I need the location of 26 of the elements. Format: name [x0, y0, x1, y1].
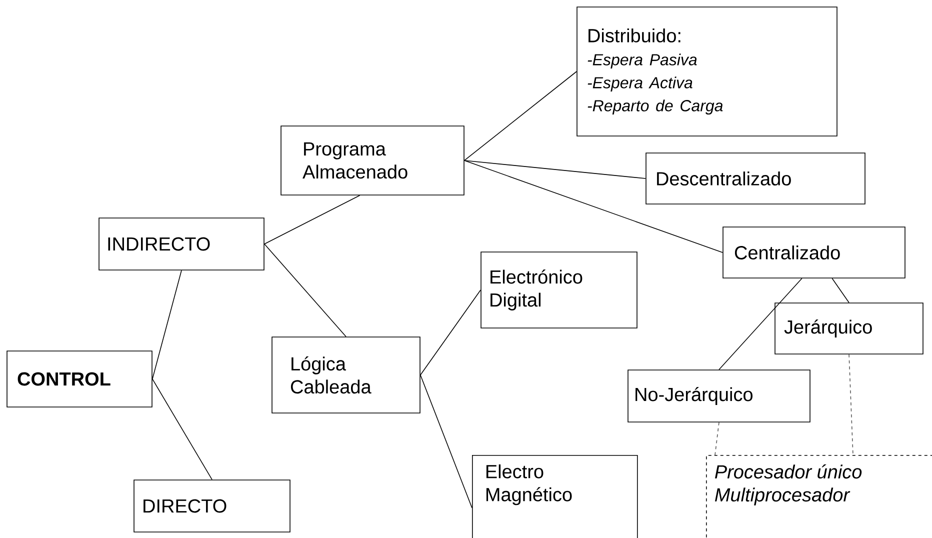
connector-line — [420, 374, 472, 508]
category-box: Distribuido: -Espera Pasiva -Espera Activa -Reparto de Carga — [576, 6, 838, 136]
category-box: Electro Magnético — [472, 455, 638, 538]
note-box: Procesador único Multiprocesador — [706, 455, 932, 538]
connector-line — [464, 160, 723, 253]
category-box: Centralizado — [722, 226, 906, 278]
category-box: Programa Almacenado — [280, 126, 464, 196]
category-box: INDIRECTO — [98, 218, 264, 270]
connector-line — [832, 278, 850, 303]
connector-line — [264, 195, 360, 244]
connector-line — [464, 160, 646, 179]
connector-line — [464, 71, 577, 161]
connector-line — [420, 290, 481, 376]
category-box: No-Jerárquico — [628, 370, 810, 422]
connector-line — [152, 270, 182, 380]
connector-line — [848, 354, 854, 456]
connector-line — [152, 378, 212, 480]
category-box: Descentralizado — [646, 152, 866, 204]
category-box: Electrónico Digital — [480, 252, 638, 328]
root-box: CONTROL — [6, 350, 152, 408]
connector-line — [714, 422, 720, 456]
category-box: Lógica Cableada — [272, 336, 420, 414]
category-box: DIRECTO — [134, 480, 290, 532]
connector-line — [264, 244, 346, 337]
category-box: Jerárquico — [774, 302, 924, 354]
connector-line — [718, 278, 802, 370]
